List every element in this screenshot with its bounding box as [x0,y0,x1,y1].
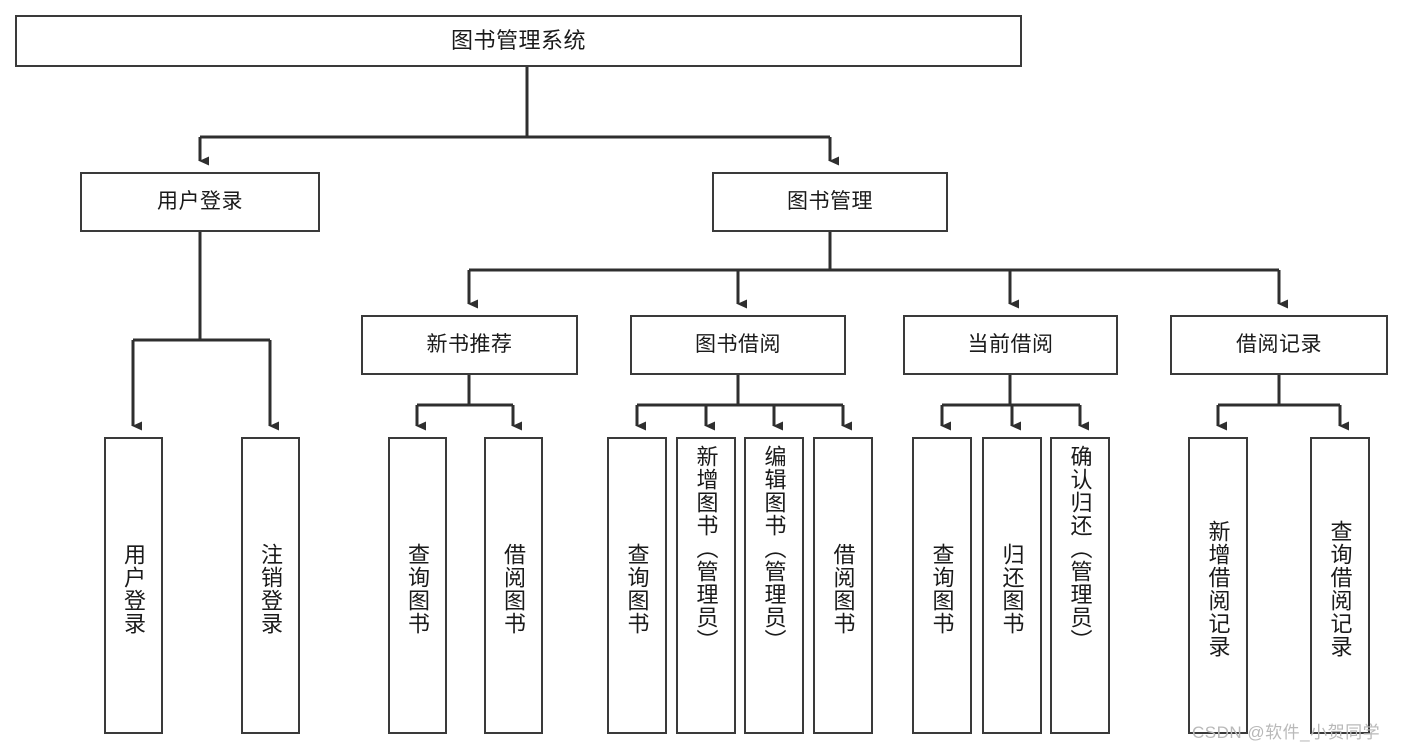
node-user-login-label: 用户登录 [157,189,243,213]
leaf-borrow-book-1[interactable]: 借阅图书 [484,437,543,734]
node-current-borrow-label: 当前借阅 [967,332,1054,356]
node-borrow-record[interactable]: 借阅记录 [1170,315,1388,375]
node-new-book-recommend[interactable]: 新书推荐 [361,315,578,375]
leaf-add-book-admin[interactable]: 新增图书（管理员） [676,437,736,734]
node-new-book-recommend-label: 新书推荐 [426,332,513,356]
leaf-user-login[interactable]: 用户登录 [104,437,163,734]
leaf-query-book-1[interactable]: 查询图书 [388,437,447,734]
leaf-query-book-3[interactable]: 查询图书 [912,437,972,734]
node-book-management[interactable]: 图书管理 [712,172,948,232]
leaf-return-book[interactable]: 归还图书 [982,437,1042,734]
node-borrow-record-label: 借阅记录 [1236,332,1322,356]
node-current-borrow[interactable]: 当前借阅 [903,315,1118,375]
leaf-user-login-label: 用户登录 [121,542,147,635]
node-root-label: 图书管理系统 [450,28,586,54]
watermark: CSDN @软件_小贺同学 [1192,723,1381,742]
leaf-add-borrow-record[interactable]: 新增借阅记录 [1188,437,1248,734]
leaf-borrow-book-2-label: 借阅图书 [830,542,856,635]
leaf-borrow-book-1-label: 借阅图书 [501,542,527,635]
leaf-query-borrow-record-label: 查询借阅记录 [1327,519,1353,658]
leaf-add-borrow-record-label: 新增借阅记录 [1205,519,1231,658]
leaf-edit-book-admin-label: 编辑图书（管理员） [761,445,787,652]
leaf-edit-book-admin[interactable]: 编辑图书（管理员） [744,437,804,734]
leaf-query-book-2-label: 查询图书 [624,542,650,635]
leaf-logout-label: 注销登录 [258,542,284,635]
leaf-query-borrow-record[interactable]: 查询借阅记录 [1310,437,1370,734]
leaf-query-book-3-label: 查询图书 [929,542,955,635]
leaf-query-book-2[interactable]: 查询图书 [607,437,667,734]
leaf-add-book-admin-label: 新增图书（管理员） [693,445,719,652]
node-book-borrow-label: 图书借阅 [695,332,781,356]
node-root[interactable]: 图书管理系统 [15,15,1022,67]
node-book-management-label: 图书管理 [787,189,873,213]
leaf-borrow-book-2[interactable]: 借阅图书 [813,437,873,734]
node-user-login[interactable]: 用户登录 [80,172,320,232]
leaf-logout[interactable]: 注销登录 [241,437,300,734]
leaf-return-book-label: 归还图书 [999,542,1025,635]
node-book-borrow[interactable]: 图书借阅 [630,315,846,375]
leaf-confirm-return-admin[interactable]: 确认归还（管理员） [1050,437,1110,734]
leaf-query-book-1-label: 查询图书 [405,542,431,635]
leaf-confirm-return-admin-label: 确认归还（管理员） [1067,445,1093,652]
